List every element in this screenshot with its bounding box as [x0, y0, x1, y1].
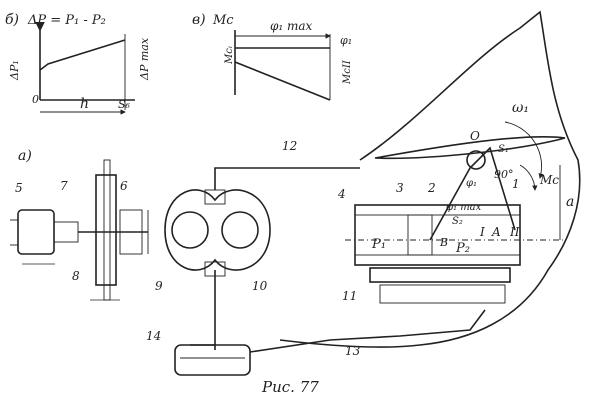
hydraulic-cylinder — [345, 204, 565, 304]
pipe-12 — [214, 167, 360, 190]
panel-b-tag: б) — [5, 12, 19, 28]
panel-b-curve — [39, 39, 126, 71]
tank-14 — [174, 344, 251, 376]
label-9: 9 — [155, 279, 163, 293]
label-s2: S₂ — [452, 216, 463, 227]
label-angle: 90° — [494, 168, 514, 181]
label-phi1max: φ₁ max — [446, 202, 482, 213]
pivot-o — [466, 150, 486, 170]
label-10: 10 — [252, 279, 268, 293]
label-7: 7 — [60, 179, 68, 193]
label-omega: ω₁ — [512, 100, 529, 116]
omega-arc — [504, 121, 544, 179]
label-p1: P₁ — [371, 237, 386, 252]
panel-v-right-label: φ₁ — [340, 34, 352, 47]
symbol-labels: P₁ P₂ I II A B O ω₁ Mc 90° φ₁ φ₁ max S₁ … — [371, 100, 574, 256]
label-moment: Mc — [539, 173, 559, 187]
wing-outline — [279, 10, 581, 348]
label-point-o: O — [470, 129, 480, 143]
label-3: 3 — [396, 181, 404, 195]
label-4: 4 — [337, 187, 346, 201]
label-point-b: B — [439, 236, 448, 249]
panel-b-peak-label: ΔP max — [138, 37, 151, 81]
coupling-assembly — [78, 159, 149, 301]
panel-v-tag: в) — [192, 12, 206, 28]
rudder-blade — [374, 135, 566, 160]
panel-b-x-label: h — [80, 96, 89, 112]
panel-v-slope — [234, 61, 331, 101]
panel-b-origin: 0 — [32, 93, 39, 106]
electric-motor-5 — [10, 209, 79, 265]
label-14: 14 — [146, 329, 161, 343]
label-12: 12 — [282, 139, 297, 153]
panel-v-title: Mc — [212, 13, 234, 28]
label-p2: P₂ — [455, 241, 470, 256]
pipe-down — [190, 270, 216, 350]
label-8: 8 — [72, 269, 80, 283]
label-point-a: A — [491, 225, 501, 239]
label-11: 11 — [342, 289, 357, 303]
mc-arc — [519, 164, 538, 191]
panel-v-top-label: φ₁ max — [270, 19, 313, 33]
panel-v-left-label: Mcᵢ — [224, 46, 235, 65]
gear-pump — [164, 189, 271, 277]
label-2: 2 — [427, 181, 436, 195]
panel-v-moment-graph: в) Mc φ₁ max φ₁ Mcᵢ McII — [192, 12, 353, 101]
figure-caption: Рис. 77 — [261, 378, 319, 396]
panel-b-x-end: S₆ — [118, 98, 131, 111]
panel-b-formula: ΔP = P₁ - P₂ — [27, 13, 106, 28]
label-phi1: φ₁ — [466, 178, 477, 189]
pipe-13 — [249, 309, 486, 353]
panel-b-pressure-graph: б) ΔP = P₁ - P₂ ΔP₁ ΔP max 0 h S₆ — [5, 12, 151, 115]
label-5: 5 — [15, 181, 23, 195]
label-13: 13 — [345, 344, 361, 358]
label-zone-1: I — [479, 225, 485, 239]
label-zone-2: II — [509, 225, 520, 239]
panel-b-y-label: ΔP₁ — [8, 60, 21, 81]
label-s1: S₁ — [498, 144, 509, 155]
label-dim-a: a — [566, 194, 574, 210]
panel-v-right-value: McII — [342, 59, 353, 85]
part-number-labels: 1 2 3 4 5 6 7 8 9 10 11 12 13 14 — [15, 139, 520, 358]
label-6: 6 — [120, 179, 128, 193]
lever-linkage — [429, 146, 516, 241]
panel-a-tag: а) — [18, 148, 32, 164]
label-1: 1 — [512, 177, 520, 191]
